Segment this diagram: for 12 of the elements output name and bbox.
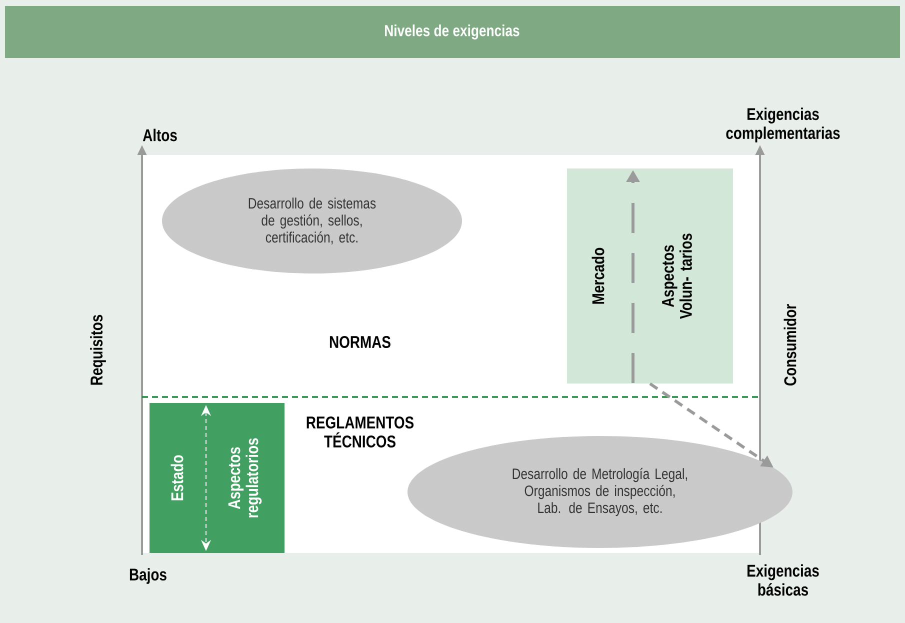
text-box: Estado Aspectos regulatorios <box>150 403 284 553</box>
axis-label: Requisitos <box>90 314 106 385</box>
header-band: Niveles de exigencias <box>5 6 900 58</box>
axis-label: Consumidor <box>784 304 796 386</box>
axis-label: Bajos <box>130 568 166 584</box>
ellipse-bubble: Desarrollo de sistemas de gestión, sellos, certificación, etc. <box>162 168 462 274</box>
axis-label: Exigencias básicas <box>748 564 819 596</box>
ellipse-bubble: Desarrollo de Metrología Legal, Organismos de inspección, Lab. de Ensayos, etc. <box>408 436 792 548</box>
axis-label: NORMAS <box>330 336 390 348</box>
text-box: Mercado Aspectos Volun- tarios <box>567 168 733 384</box>
axis-label: Exigencias complementarias <box>726 108 840 142</box>
axis-label: Altos <box>142 128 177 142</box>
